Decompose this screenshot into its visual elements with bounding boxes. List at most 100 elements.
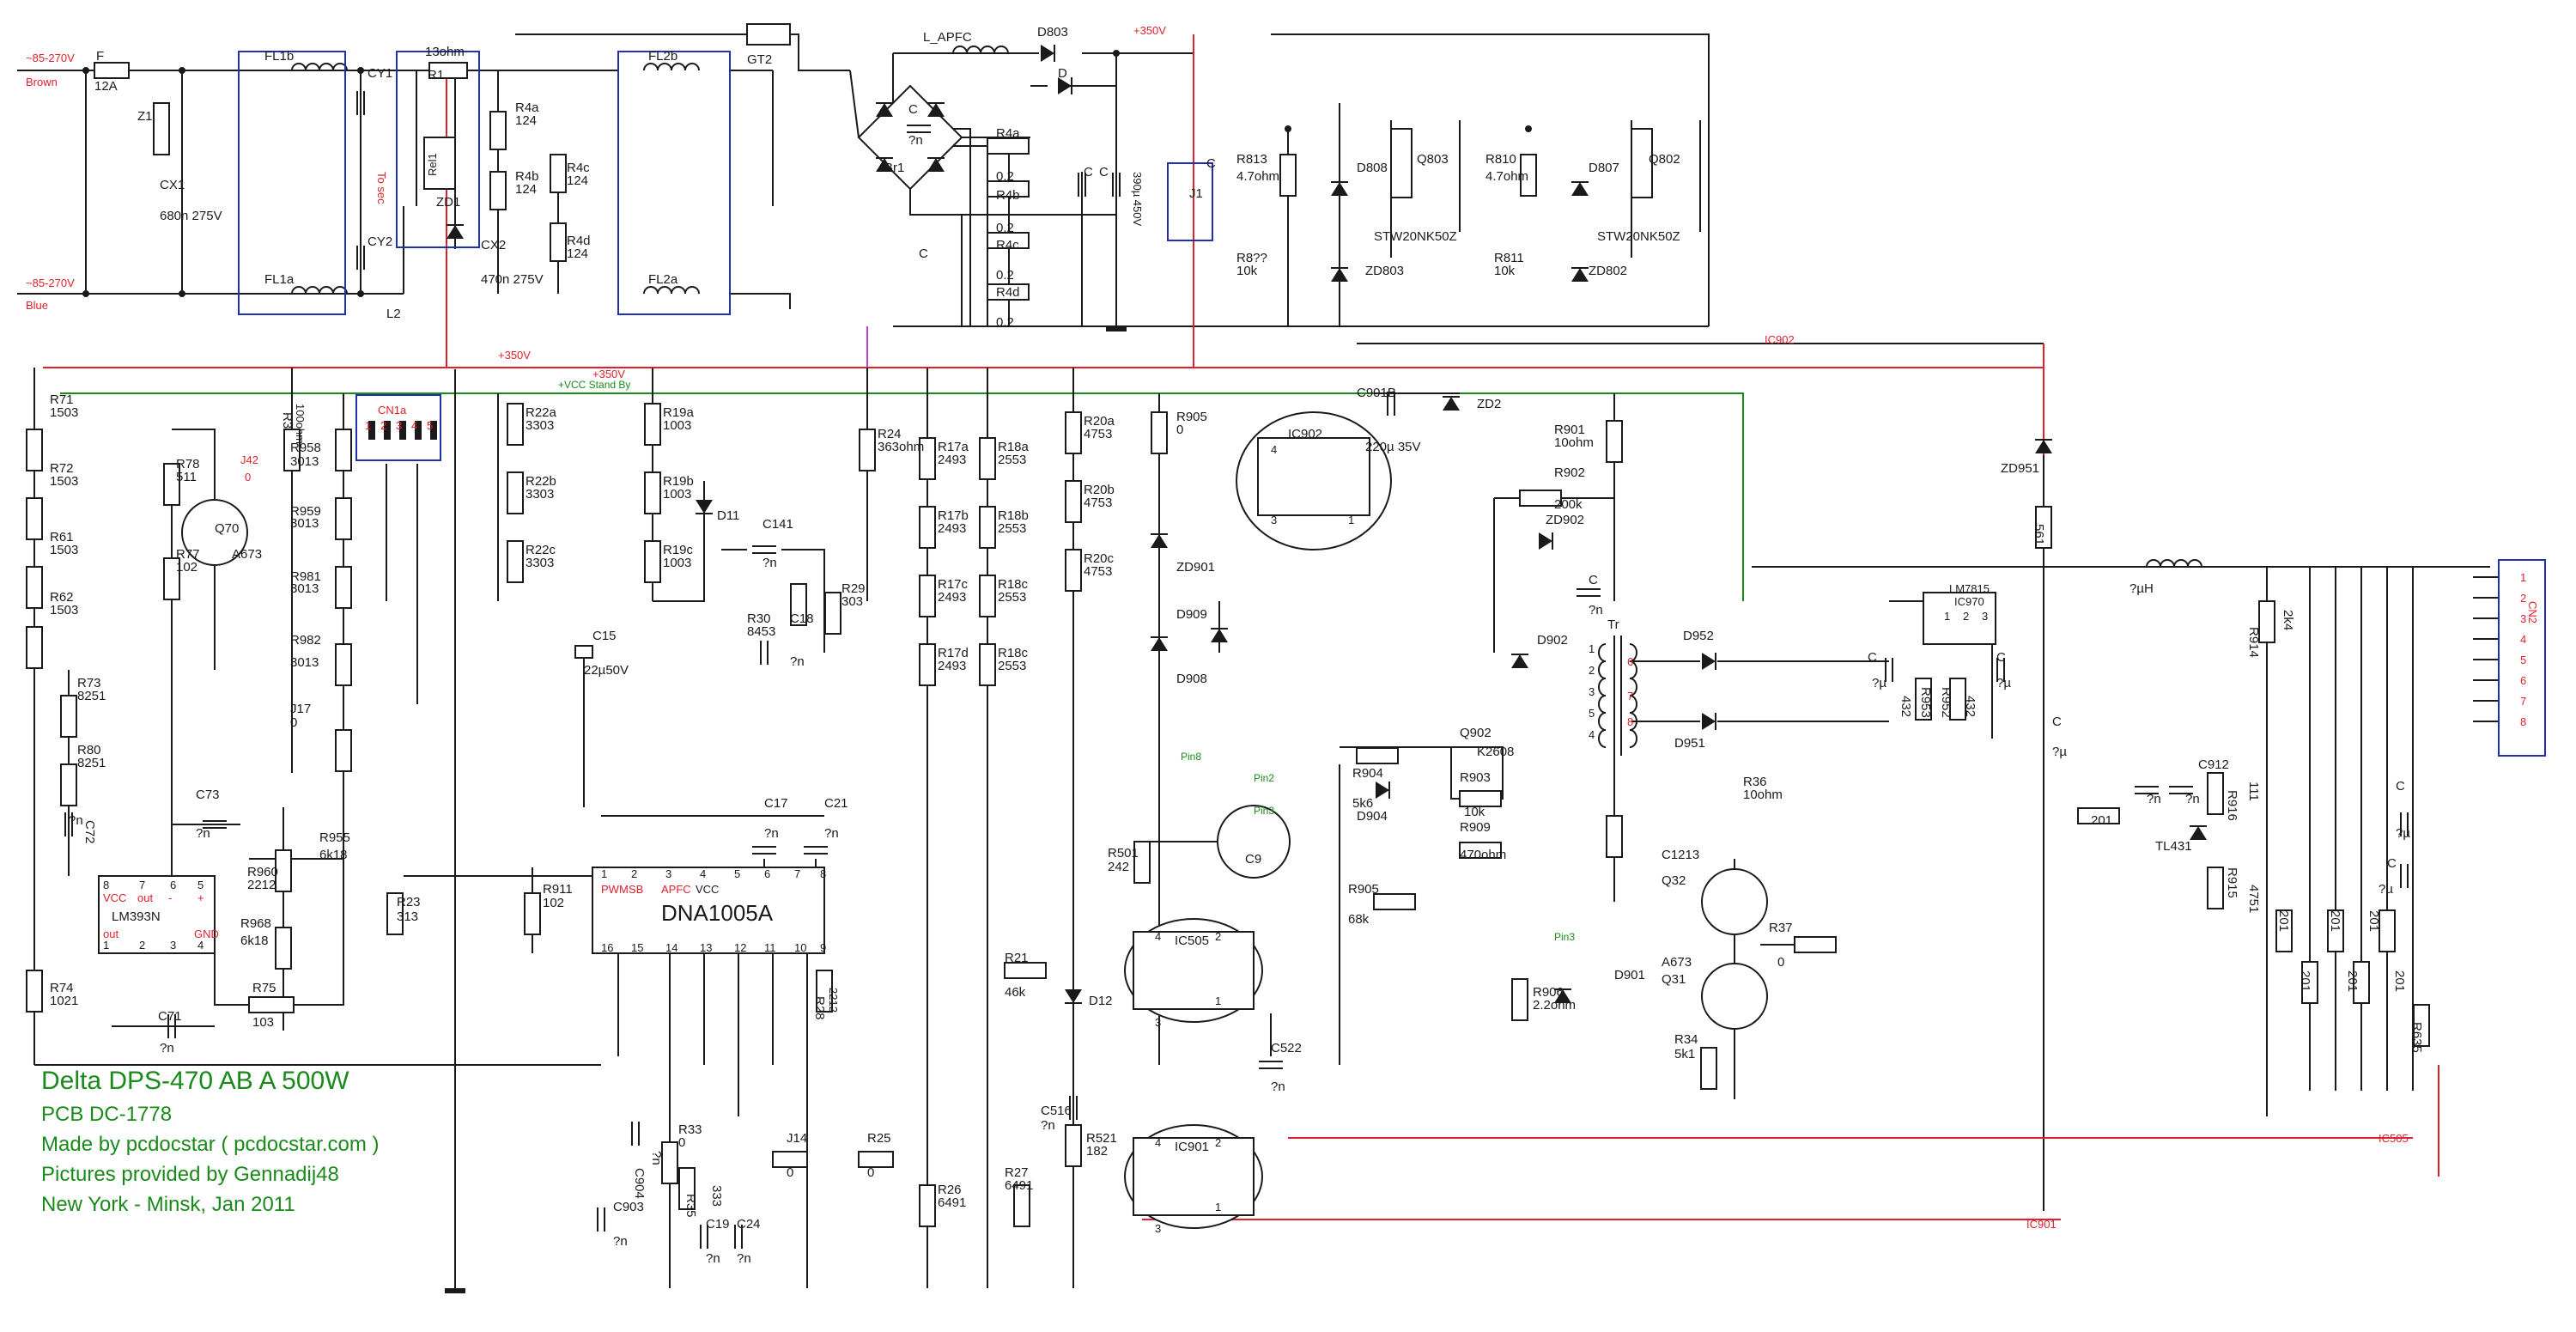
label-J42: J42 [240, 453, 258, 466]
resistor [979, 575, 996, 617]
label-r201g: 201 [2392, 970, 2407, 992]
resistor [919, 643, 936, 686]
diode [1041, 45, 1054, 62]
label-lmout: out [137, 891, 153, 904]
credits-author: Made by pcdocstar ( pcdocstar.com ) [41, 1133, 380, 1156]
resistor [550, 222, 567, 262]
label-R78v: 511 [176, 470, 197, 484]
label-C901Bv: 220µ 35V [1365, 440, 1421, 454]
label-rails-hv_top: +350V [1133, 24, 1166, 37]
resistor [1915, 678, 1932, 721]
resistor [979, 437, 996, 480]
resistor [26, 970, 43, 1013]
label-d4: 4 [700, 867, 706, 880]
label-R4b: R4b [515, 169, 539, 184]
resistor [1004, 962, 1047, 979]
label-cp8: 8 [2520, 715, 2526, 728]
label-ZD802: ZD802 [1589, 264, 1627, 278]
label-tr6: 6 [1627, 655, 1633, 668]
label-cn3: 3 [396, 419, 402, 432]
inductor [291, 63, 348, 71]
winding [1629, 729, 1637, 748]
box [592, 867, 825, 954]
label-R17c: R17c [938, 577, 969, 592]
label-D952: D952 [1683, 629, 1714, 643]
label-d13: 13 [700, 941, 712, 954]
label-C24v: ?n [737, 1251, 751, 1266]
resistor [248, 996, 295, 1013]
junction-dot [357, 290, 364, 297]
label-lmgnd: GND [194, 928, 219, 940]
label-R22av: 3303 [526, 418, 554, 433]
label-Cn2: ?n [2185, 792, 2200, 806]
label-R3v: 100ohm [294, 404, 307, 444]
resistor [2258, 600, 2275, 643]
label-R958v: 3013 [290, 454, 319, 469]
label-C9: C9 [1245, 852, 1261, 867]
label-R4a2: R4a [996, 126, 1020, 141]
label-R37v: 0 [1777, 955, 1784, 970]
label-R24v: 363ohm [878, 440, 924, 454]
label-C15: C15 [592, 629, 617, 643]
diode [1702, 713, 1716, 730]
label-Ce2v: ?µ [2379, 882, 2393, 897]
label-D951: D951 [1674, 736, 1705, 751]
label-R905av: 0 [1176, 423, 1183, 437]
label-D807: D807 [1589, 161, 1619, 175]
label-J14: J14 [787, 1131, 807, 1146]
resistor [275, 927, 292, 970]
label-R903v: 10k [1464, 805, 1485, 819]
label-C516: C516 [1041, 1104, 1072, 1118]
label-ZD1: ZD1 [436, 195, 460, 210]
label-C17: C17 [764, 796, 788, 811]
label-Cn1: ?n [2147, 792, 2161, 806]
label-R4c: R4c [567, 161, 590, 175]
label-R4bv: 124 [515, 182, 537, 197]
box [238, 51, 346, 315]
label-LM7815: LM7815 [1949, 582, 1990, 595]
label-lmvcc: VCC [103, 891, 126, 904]
junction-dot [357, 67, 364, 74]
resistor [1700, 1047, 1717, 1090]
label-K2608: K2608 [1477, 745, 1514, 759]
label-D11: D11 [717, 508, 739, 523]
label-R77v: 102 [176, 560, 197, 575]
label-R904v: 5k6 [1352, 796, 1373, 811]
label-R27v: 6491 [1005, 1178, 1033, 1193]
label-R4b2v: 0.2 [996, 221, 1014, 235]
label-rails-standby: +VCC Stand By [558, 379, 630, 391]
resistor [1794, 936, 1837, 953]
wires [17, 33, 2499, 1288]
label-R74v: 1021 [50, 994, 78, 1008]
label-C17v: ?n [764, 826, 779, 841]
resistor [163, 557, 180, 600]
label-tosec: To sec [375, 172, 388, 204]
label-R18c: R18c [998, 577, 1029, 592]
diode [1571, 268, 1589, 282]
label-A673a: A673 [232, 547, 262, 562]
label-ic4: 4 [1271, 443, 1277, 456]
label-R27: R27 [1005, 1165, 1029, 1180]
label-R3: R3 [280, 412, 295, 429]
credits-pcb: PCB DC-1778 [41, 1103, 172, 1126]
diode [1554, 989, 1571, 1003]
label-C18v: ?n [790, 654, 805, 669]
resistor [550, 154, 567, 193]
device-outline [1701, 963, 1768, 1030]
label-R953: R953 [1918, 687, 1933, 718]
resistor [2275, 909, 2293, 952]
resistor [2077, 807, 2120, 824]
label-ac-live: ~85-270V [26, 52, 75, 64]
resistor [26, 429, 43, 471]
label-r432b: 432 [1963, 696, 1978, 717]
label-R4d2v: 0.2 [996, 315, 1014, 330]
diode [876, 103, 893, 117]
label-R813v: 4.7ohm [1236, 169, 1279, 184]
label-D808: D808 [1357, 161, 1388, 175]
label-lmp: + [197, 891, 204, 904]
label-R30v: 8453 [747, 624, 775, 639]
label-Q31: Q31 [1662, 972, 1686, 987]
label-i901d: 4 [1155, 1136, 1161, 1149]
label-R18dv: 2553 [998, 659, 1026, 673]
label-r201c: 201 [2298, 970, 2312, 992]
